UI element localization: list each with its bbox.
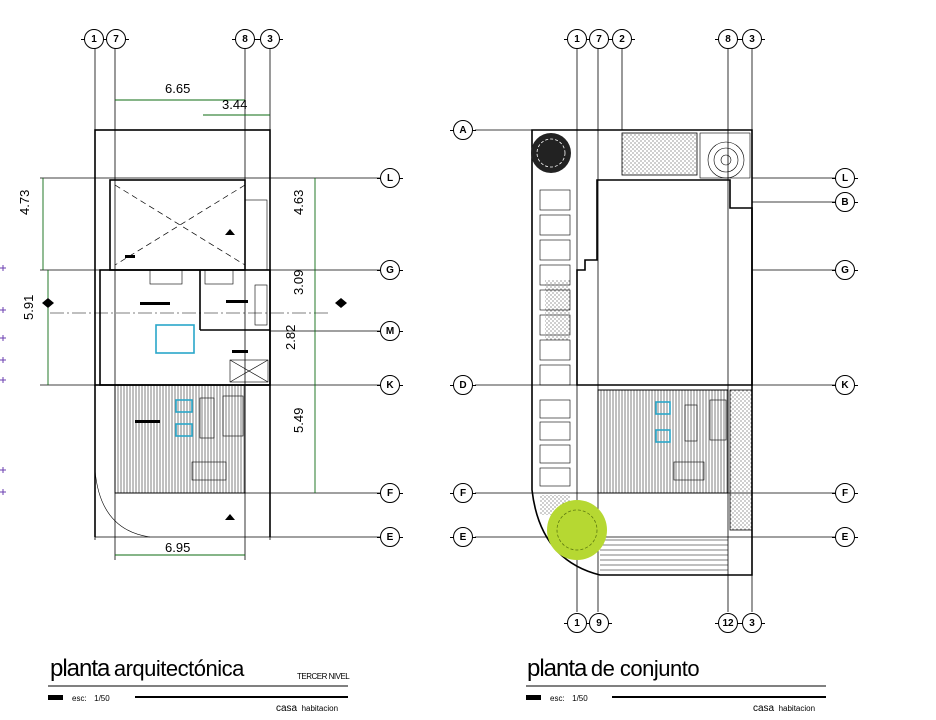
axis-bubble: M — [377, 321, 403, 341]
axis-bubble: G — [832, 260, 858, 280]
axis-bubble: L — [832, 168, 858, 188]
dim-top-width: 6.65 — [165, 81, 191, 96]
scale-value: 1/50 — [572, 694, 588, 703]
axis-bubble: K — [832, 375, 858, 395]
footer-light: habitacion — [778, 704, 816, 713]
axis-bubble: D — [450, 375, 476, 395]
axis-bubble: 8 — [715, 29, 741, 49]
dim-right-2: 3.09 — [291, 269, 306, 295]
scale-value: 1/50 — [94, 694, 110, 703]
axis-bubble: 3 — [739, 613, 765, 633]
axis-bubble: G — [377, 260, 403, 280]
axis-bubble: E — [377, 527, 403, 547]
left-scale: esc: 1/50 — [72, 688, 113, 706]
axis-bubble: 7 — [103, 29, 129, 49]
right-title-bold: planta — [527, 655, 587, 682]
axis-bubble: K — [377, 375, 403, 395]
right-title-light: de conjunto — [590, 656, 700, 681]
right-footer: casa habitacion — [753, 698, 815, 716]
right-title: planta de conjunto — [527, 655, 700, 683]
footer-bold: casa — [276, 703, 298, 714]
left-title-light: arquitectónica — [113, 656, 244, 681]
scale-label: esc: — [550, 694, 565, 703]
left-footer: casa habitacion — [276, 698, 338, 716]
dim-right-1: 4.63 — [291, 189, 306, 215]
left-plan — [0, 48, 380, 560]
axis-bubble: F — [377, 483, 403, 503]
axis-bubble: A — [450, 120, 476, 140]
axis-bubble: E — [832, 527, 858, 547]
axis-bubble: E — [450, 527, 476, 547]
footer-light: habitacion — [301, 704, 339, 713]
level-label: TERCER NIVEL — [297, 672, 350, 681]
axis-bubble: 3 — [739, 29, 765, 49]
right-scale: esc: 1/50 — [550, 688, 591, 706]
dim-left-lower: 5.91 — [21, 294, 36, 320]
axis-bubble: F — [832, 483, 858, 503]
tree-green-icon — [547, 500, 607, 560]
dim-bottom-width: 6.95 — [165, 540, 191, 555]
dim-right-3: 2.82 — [283, 324, 298, 350]
axis-bubble: F — [450, 483, 476, 503]
axis-bubble: 1 — [564, 613, 590, 633]
axis-bubble: 8 — [232, 29, 258, 49]
left-title: planta arquitectónica — [50, 655, 244, 683]
scale-label: esc: — [72, 694, 87, 703]
right-plan — [475, 48, 835, 612]
axis-bubble: 12 — [715, 613, 741, 633]
dim-top-inner: 3.44 — [222, 97, 248, 112]
dim-right-4: 5.49 — [291, 407, 306, 433]
left-title-bold: planta — [50, 655, 110, 682]
dim-left-upper: 4.73 — [17, 189, 32, 215]
axis-bubble: 1 — [564, 29, 590, 49]
axis-bubble: 2 — [609, 29, 635, 49]
axis-bubble: 3 — [257, 29, 283, 49]
footer-bold: casa — [753, 703, 775, 714]
axis-bubble: 9 — [586, 613, 612, 633]
axis-bubble: L — [377, 168, 403, 188]
axis-bubble: B — [832, 192, 858, 212]
axis-bubble: 7 — [586, 29, 612, 49]
axis-bubble: 1 — [81, 29, 107, 49]
